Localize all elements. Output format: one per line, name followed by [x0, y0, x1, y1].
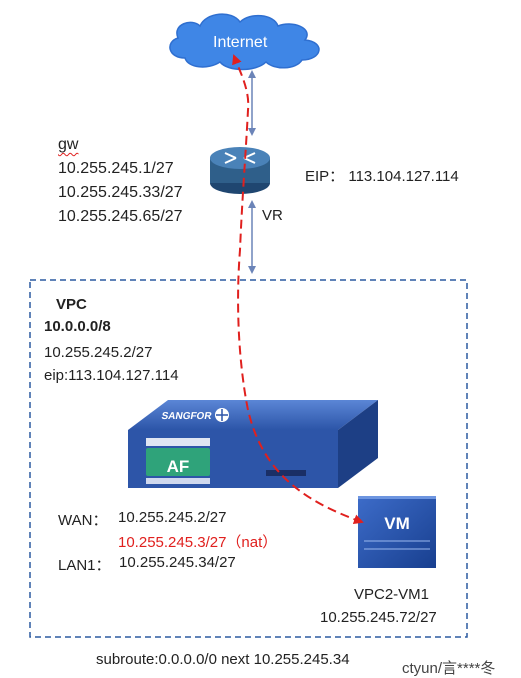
vpc-title: VPC: [56, 296, 87, 313]
traffic-path: [232, 54, 364, 525]
wan-ip: 10.255.245.2/27: [118, 509, 227, 526]
subroute-label: subroute:0.0.0.0/0 next 10.255.245.34: [96, 651, 350, 668]
gw-address-3: 10.255.245.65/27: [58, 208, 183, 225]
lan-label: LAN1：: [58, 557, 111, 574]
wan-label: WAN：: [58, 512, 108, 529]
internet-label: Internet: [213, 34, 268, 51]
nat-ip: 10.255.245.3/27（nat）: [118, 534, 278, 551]
vm-name: VPC2-VM1: [354, 586, 430, 603]
vm-box: [358, 496, 436, 568]
firewall-brand: SANGFOR: [161, 411, 214, 422]
lan-ip: 10.255.245.34/27: [119, 554, 236, 571]
router-icon: [210, 147, 270, 194]
vm-ip: 10.255.245.72/27: [320, 609, 437, 626]
vpc-eip: eip:113.104.127.114: [44, 367, 179, 384]
router-eip: EIP： 113.104.127.114: [305, 168, 459, 185]
vpc-cidr: 10.0.0.0/8: [44, 318, 111, 335]
vm-badge: VM: [384, 514, 410, 533]
gw-address-1: 10.255.245.1/27: [58, 160, 174, 177]
firewall-badge: AF: [167, 457, 190, 476]
gw-address-2: 10.255.245.33/27: [58, 184, 183, 201]
watermark: ctyun/言****冬: [402, 660, 496, 677]
gw-label: gw: [58, 136, 79, 153]
vpc-boundary: [29, 279, 468, 638]
router-name: VR: [262, 207, 283, 224]
vpc-address: 10.255.245.2/27: [44, 344, 153, 361]
